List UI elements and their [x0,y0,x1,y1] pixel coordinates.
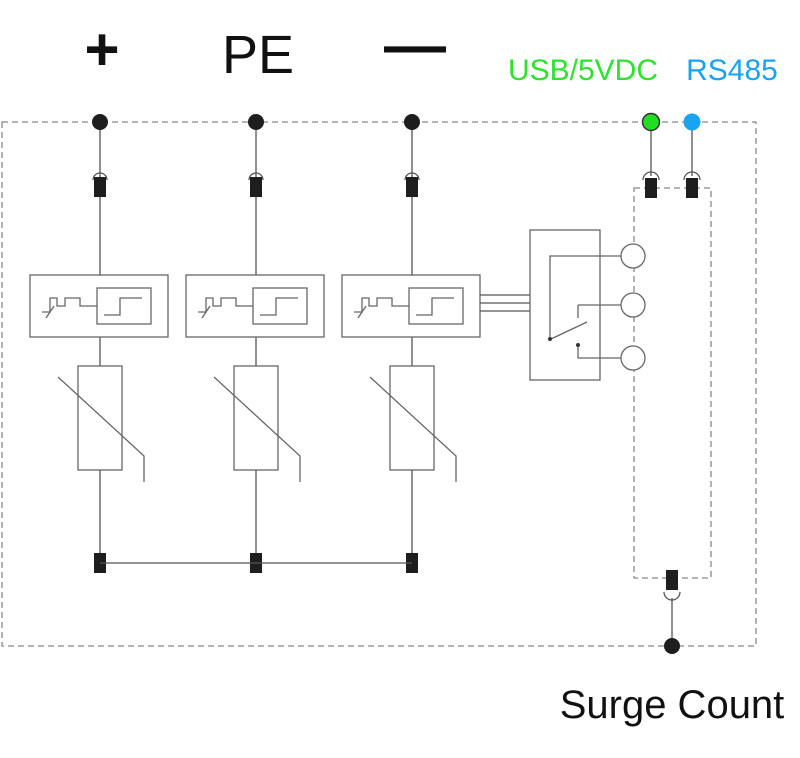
surge-count-lead [663,591,681,646]
fuse-surge-count [666,570,678,590]
terminal-dot-minus [404,114,420,130]
terminal-dot-surge-count [664,638,680,654]
terminal-label-usb: USB/5VDC [508,54,658,87]
terminal-label-rs485: RS485 [686,54,778,87]
varistor-plus [57,365,145,482]
monitor-module-outline [633,187,712,579]
fuse-minus [406,177,418,197]
caption-surge-count: Surge Count [560,683,785,727]
thermal-disconnector-plus [29,274,169,338]
varistor-minus [369,365,457,482]
thermal-disconnector-pe [185,274,325,338]
fuse-plus [94,177,106,197]
switch-pivot [548,337,552,341]
terminal-dot-rs485 [683,113,701,131]
branch-plus [92,122,108,553]
fuse-usb [645,178,657,198]
terminal-label-plus: + [84,16,119,83]
terminal-dot-usb [641,112,661,132]
remote-signal-switch [529,229,621,381]
fuse-rs485 [686,178,698,198]
relay-terminal-2 [620,292,646,318]
branch-minus [404,122,420,553]
terminal-label-pe: PE [222,25,294,85]
terminal-dot-plus [92,114,108,130]
terminal-dot-pe [248,114,264,130]
switch-contact-dot [576,343,580,347]
varistor-pe [213,365,301,482]
enclosure-outline [1,121,757,647]
branch-pe [248,122,264,553]
mechanical-link [480,294,530,312]
thermal-disconnector-minus [341,274,481,338]
terminal-label-minus: — [384,11,446,80]
relay-terminal-3 [620,345,646,371]
fuse-pe [250,177,262,197]
relay-terminal-1 [620,243,646,269]
